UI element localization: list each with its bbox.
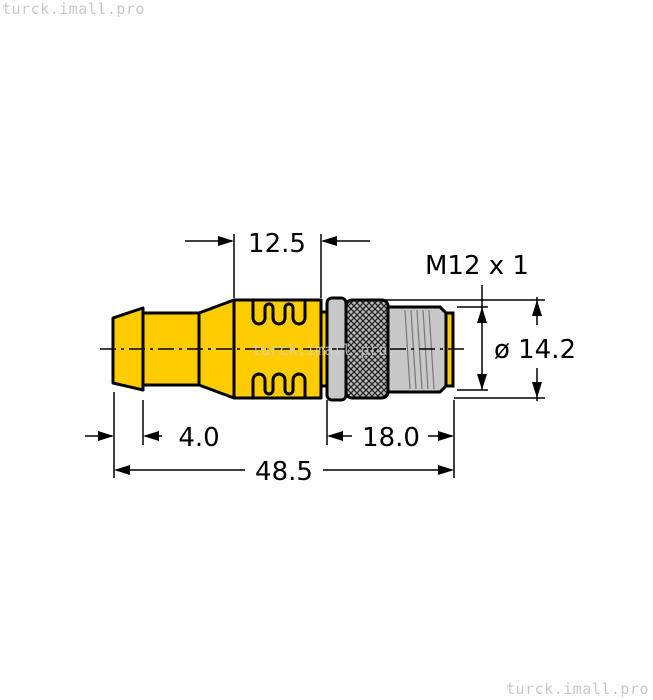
dim-diameter: ø 14.2	[494, 335, 576, 365]
dim-nut-length: 12.5	[248, 229, 306, 259]
dim-thread: M12 x 1	[425, 251, 529, 281]
dimension-lines	[85, 234, 545, 478]
dim-tip-length: 4.0	[178, 423, 219, 453]
watermark-bottom: turck.imall.pro	[506, 680, 649, 698]
dim-total-length: 48.5	[255, 457, 313, 487]
boot-tip	[111, 306, 145, 392]
grip-ribs-bottom	[251, 372, 307, 398]
dim-connector-length: 18.0	[362, 423, 420, 453]
watermark-top: turck.imall.pro	[2, 0, 145, 18]
watermark-center: turck.imall.pro	[252, 341, 387, 359]
grip-ribs-top	[251, 300, 307, 326]
